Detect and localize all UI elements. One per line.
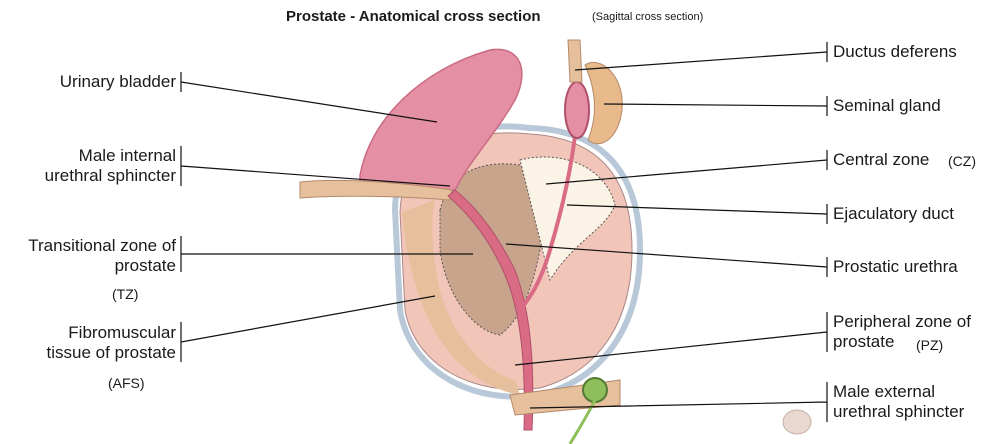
label-external-sphincter-line2: urethral sphincter [833,402,964,422]
label-internal-sphincter-line2: urethral sphincter [20,166,176,186]
ductus-deferens-coil [565,82,589,138]
label-fibromuscular-abbr: (AFS) [108,374,145,392]
label-ductus-deferens: Ductus deferens [833,42,957,62]
label-ejaculatory-duct: Ejaculatory duct [833,204,954,224]
seminal-gland-leader [604,96,827,116]
label-peripheral-zone-abbr: (PZ) [916,336,943,354]
label-transitional-zone-line2: prostate [2,256,176,276]
diagram-subtitle: (Sagittal cross section) [592,11,703,23]
diagram-title: Prostate - Anatomical cross section [286,8,541,25]
label-urinary-bladder: Urinary bladder [40,72,176,92]
label-central-zone-abbr: (CZ) [948,152,976,170]
label-transitional-zone-abbr: (TZ) [112,285,138,303]
label-central-zone: Central zone [833,150,929,170]
brain-thumbnail-icon [783,410,811,434]
label-fibromuscular-line2: tissue of prostate [20,343,176,363]
label-fibromuscular-line1: Fibromuscular [20,323,176,343]
external-sphincter-coil [583,378,607,402]
ductus-deferens-shape [568,40,582,82]
label-peripheral-zone-line2: prostate [833,332,894,352]
label-prostatic-urethra: Prostatic urethra [833,257,958,277]
ductus-deferens-leader [575,42,827,70]
seminal-gland-shape [585,62,622,143]
label-external-sphincter-line1: Male external [833,382,935,402]
label-internal-sphincter-line1: Male internal [20,146,176,166]
label-peripheral-zone-line1: Peripheral zone of [833,312,971,332]
label-seminal-gland: Seminal gland [833,96,941,116]
label-transitional-zone-line1: Transitional zone of [2,236,176,256]
